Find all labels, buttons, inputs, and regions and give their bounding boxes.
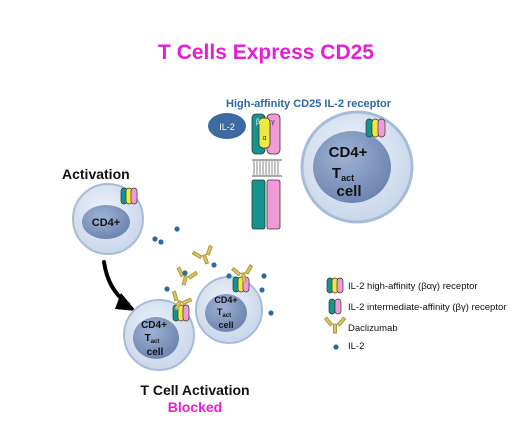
il2-dot-icon [333,344,339,350]
daclizumab-icon [323,316,347,334]
il2-dot [268,310,274,316]
small-tact-cell: CD4+ Tact cell [195,276,263,344]
resting-cd4-cell: CD4+ [72,183,144,255]
blocked-cell-label-2: Tact [145,333,160,345]
il2-dot [158,239,164,245]
small-cell-label-3: cell [218,320,233,330]
activation-label: Activation [62,166,130,182]
intermediate-affinity-receptor-icon [328,298,342,315]
beta-tail [251,179,266,230]
gamma-tail [266,179,281,230]
daclizumab-antibody [191,245,213,265]
membrane [252,159,282,177]
large-cell-label-1: CD4+ [329,144,368,161]
resting-cell-receptor-icon [120,187,138,205]
gamma-label: γ [271,119,275,126]
il2-dots [152,226,274,316]
il2-ellipse-label: IL-2 [219,122,235,132]
il2-dot [174,226,180,232]
large-cell-receptor-icon [365,118,386,138]
high-affinity-receptor-icon [326,277,344,294]
alpha-chain [258,117,271,149]
daclizumab-antibody [231,264,254,283]
page-title: T Cells Express CD25 [158,41,374,64]
large-cell-label-3: cell [336,183,361,200]
il2-dot [152,236,158,242]
receptor-schematic: IL-2 β γ α [208,113,282,230]
blocked-tact-cell: CD4+ Tact cell [123,299,195,371]
il2-dot [259,287,265,293]
il2-dot [211,262,217,268]
small-cell-label-2: Tact [217,307,231,319]
daclizumab-antibody [171,290,193,311]
large-tact-cell: CD4+ Tact cell [300,110,414,224]
blocked-cell-nucleus [133,317,179,359]
alpha-label: α [262,135,266,142]
small-cell-nucleus [205,294,247,332]
small-cell-receptor-icon [232,276,250,293]
large-cell-label-2: Tact [332,165,354,183]
il2-dot [261,273,267,279]
il2-dot [164,286,170,292]
blocked-cell-label-1: CD4+ [141,320,167,331]
il2-ellipse [208,113,246,139]
legend-icons [323,277,347,350]
blocked-cell-label-3: cell [147,347,164,358]
il2-dot [182,270,188,276]
receptor-label: High-affinity CD25 IL-2 receptor [226,98,392,110]
resting-cell-nucleus [82,205,130,239]
il2-dot [226,273,232,279]
blocked-title: T Cell Activation [140,382,250,398]
beta-label: β [256,119,260,126]
resting-cell-label: CD4+ [92,217,120,229]
legend-intermediate-affinity: IL-2 intermediate-affinity (βγ) receptor [348,302,507,313]
legend-daclizumab: Daclizumab [348,323,398,334]
legend-il2: IL-2 [348,341,365,352]
large-cell-nucleus [313,131,391,203]
legend-high-affinity: IL-2 high-affinity (βαγ) receptor [348,281,478,292]
activation-arrow [102,260,136,311]
blocked-word: Blocked [167,399,223,415]
daclizumab-antibody [176,266,199,286]
daclizumab-antibodies [171,245,254,311]
small-cell-label-1: CD4+ [214,295,237,305]
